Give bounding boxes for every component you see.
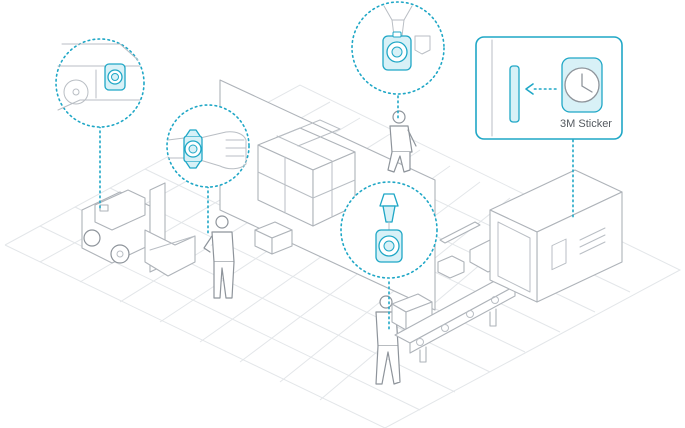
lanyard-badge-tracker-icon <box>382 31 412 71</box>
machine-edge-detail <box>491 39 520 137</box>
sticker-mounted-tracker-icon <box>561 57 603 113</box>
sticker-label: 3M Sticker <box>560 118 612 130</box>
forklift-detail <box>57 43 141 111</box>
callout-belt-clip <box>340 181 438 279</box>
worker-top <box>387 110 417 173</box>
callout-forklift <box>55 38 145 128</box>
callout-leaders <box>99 95 574 333</box>
callout-wrist <box>166 104 250 188</box>
callout-machine <box>475 36 623 140</box>
forklift <box>81 182 196 277</box>
scanner-machine <box>489 169 623 303</box>
worker-conveyor <box>375 293 433 385</box>
belt-clip-tracker-icon <box>375 193 403 263</box>
floor-box <box>254 221 293 255</box>
callout-lanyard <box>351 1 445 95</box>
hand-detail <box>167 131 247 170</box>
tracker-tag-icon <box>104 63 126 91</box>
box-stack <box>257 119 356 227</box>
wristband-tracker-icon <box>183 129 203 169</box>
worker-left <box>203 215 235 299</box>
dotted-arrow-left-icon <box>525 83 557 95</box>
